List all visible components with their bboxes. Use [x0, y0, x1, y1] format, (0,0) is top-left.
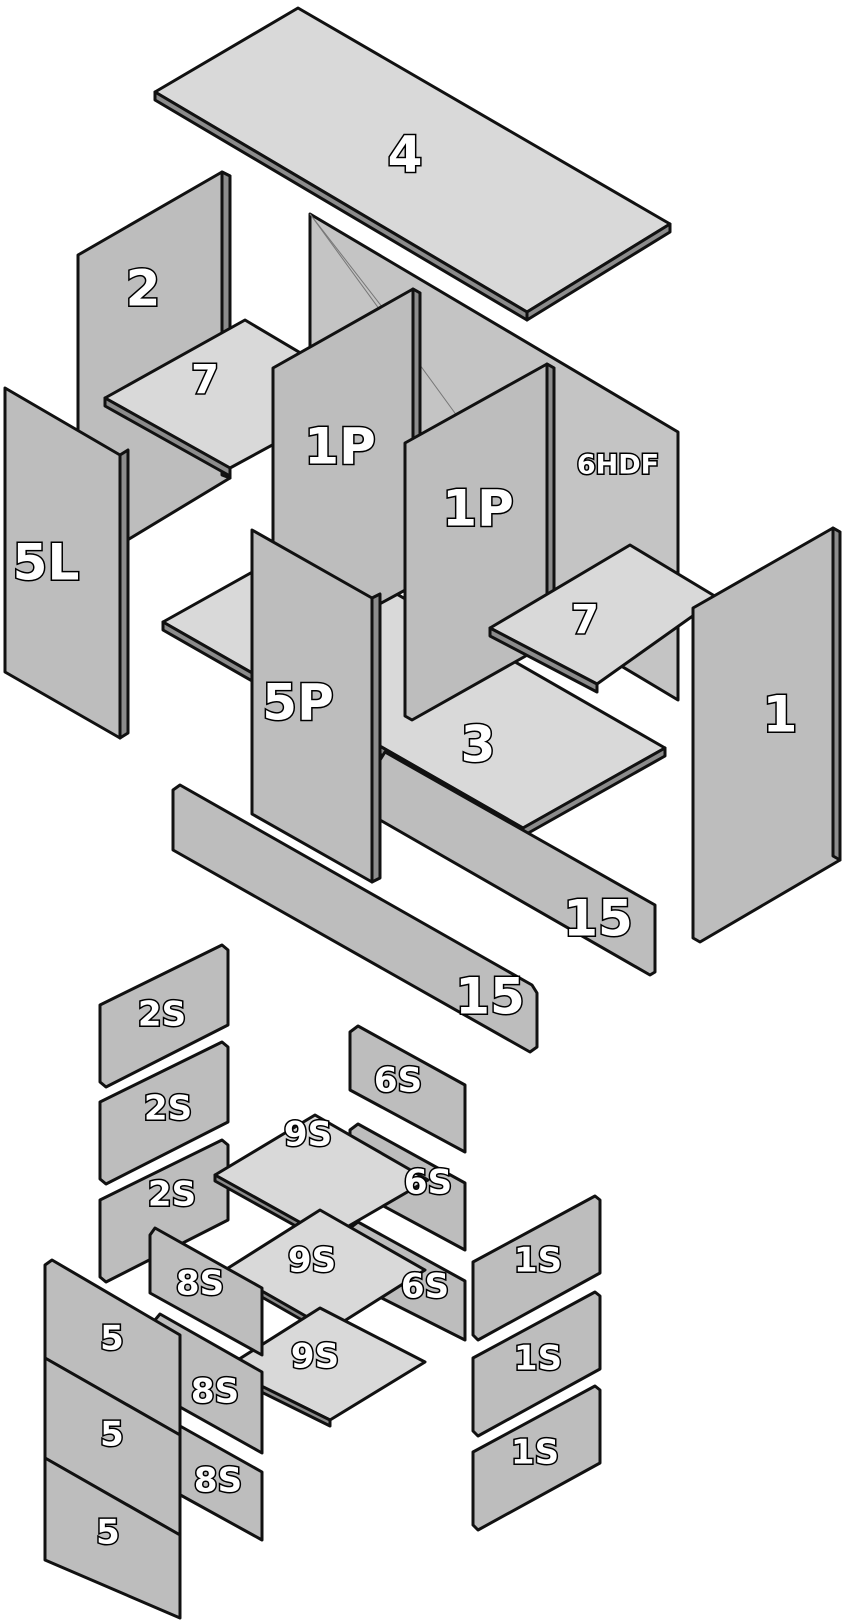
label-part-8s-b: 8S	[191, 1372, 239, 1412]
label-part-2s-a: 2S	[138, 995, 186, 1035]
label-part-1p-rear: 1P	[304, 418, 375, 476]
label-part-9s-b: 9S	[288, 1241, 336, 1281]
label-part-8s-a: 8S	[176, 1264, 224, 1304]
label-part-2s-b: 2S	[144, 1089, 192, 1129]
part-2s-drawer-side-a	[98, 943, 230, 1089]
part-5l-side-panel	[3, 386, 130, 740]
label-part-1s-b: 1S	[514, 1339, 562, 1379]
label-part-2s-c: 2S	[148, 1175, 196, 1215]
part-1s-drawer-front-b	[471, 1290, 602, 1438]
part-5-drawer-front-a	[43, 1258, 182, 1437]
label-part-9s-c: 9S	[291, 1337, 339, 1377]
label-part-5-c: 5	[96, 1513, 120, 1553]
part-15-rail-front	[171, 783, 539, 1054]
part-1s-drawer-front-c	[471, 1384, 602, 1532]
label-part-1s-c: 1S	[511, 1433, 559, 1473]
label-part-3: 3	[461, 716, 496, 774]
label-part-1: 1	[763, 686, 798, 744]
part-2s-drawer-side-b	[98, 1040, 230, 1186]
label-part-6hdf: 6HDF	[577, 450, 659, 481]
label-part-6s-a: 6S	[374, 1061, 422, 1101]
label-part-15-front: 15	[455, 968, 525, 1026]
label-part-6s-b: 6S	[404, 1163, 452, 1203]
label-part-9s-a: 9S	[284, 1115, 332, 1155]
part-1-side-panel	[691, 526, 842, 944]
label-part-5-b: 5	[100, 1415, 124, 1455]
label-part-1p-front: 1P	[442, 480, 513, 538]
label-part-2: 2	[126, 260, 161, 318]
label-part-5l: 5L	[13, 534, 80, 592]
label-part-4: 4	[388, 126, 423, 184]
label-part-15-rear: 15	[563, 890, 633, 948]
part-5-drawer-front-c	[43, 1456, 182, 1620]
part-6s-drawer-back-a	[348, 1024, 467, 1154]
label-part-5-a: 5	[100, 1319, 124, 1359]
part-5p-front-panel	[250, 528, 382, 884]
part-8s-drawer-side-a	[148, 1226, 264, 1357]
label-part-7-left: 7	[191, 357, 219, 403]
label-part-6s-c: 6S	[401, 1267, 449, 1307]
part-2s-drawer-side-c	[98, 1138, 230, 1284]
label-part-7-right: 7	[571, 597, 599, 643]
label-part-5p: 5P	[262, 674, 333, 732]
part-1s-drawer-front-a	[471, 1194, 602, 1342]
part-4-top-panel	[153, 6, 672, 322]
label-part-8s-c: 8S	[194, 1461, 242, 1501]
label-part-1s-a: 1S	[514, 1241, 562, 1281]
